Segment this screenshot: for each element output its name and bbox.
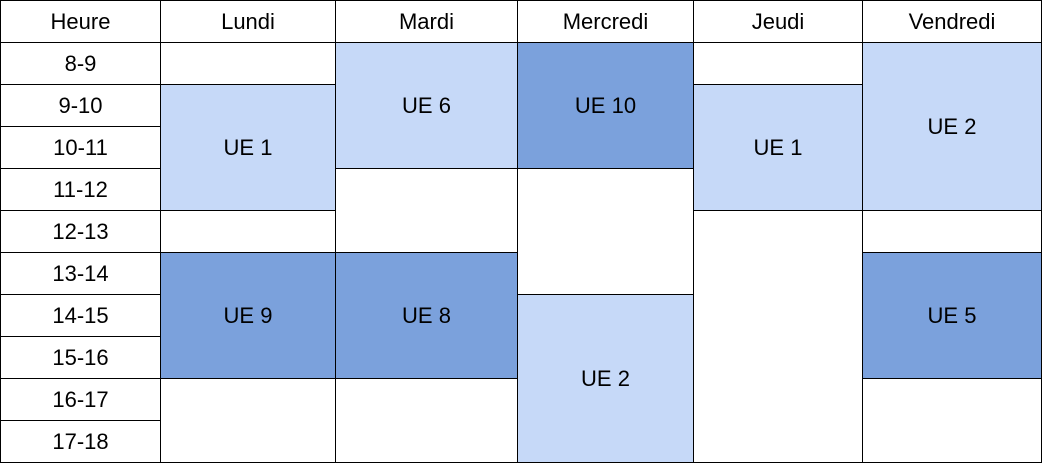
hour-cell: 10-11 <box>0 126 161 169</box>
course-block-mercredi-ue2: UE 2 <box>517 294 694 463</box>
table-row: 12-13 <box>0 210 1042 463</box>
header-day-jeudi: Jeudi <box>693 0 863 43</box>
hour-cell: 16-17 <box>0 378 161 421</box>
empty-slot <box>160 378 336 463</box>
course-block-jeudi-ue1: UE 1 <box>693 84 863 211</box>
hour-cell: 14-15 <box>0 294 161 337</box>
header-day-mercredi: Mercredi <box>517 0 694 43</box>
course-block-lundi-ue9: UE 9 <box>160 252 336 379</box>
header-day-lundi: Lundi <box>160 0 336 43</box>
hour-cell: 13-14 <box>0 252 161 295</box>
header-row: Heure Lundi Mardi Mercredi Jeudi Vendred… <box>0 0 1042 43</box>
empty-slot <box>335 168 518 253</box>
table-row: 16-17 <box>0 378 1042 463</box>
header-hour: Heure <box>0 0 161 43</box>
course-block-mardi-ue8: UE 8 <box>335 252 518 379</box>
course-block-vendredi-ue5: UE 5 <box>862 252 1042 379</box>
hour-cell: 8-9 <box>0 42 161 85</box>
empty-slot <box>693 210 863 463</box>
header-day-mardi: Mardi <box>335 0 518 43</box>
course-block-lundi-ue1: UE 1 <box>160 84 336 211</box>
empty-slot <box>160 42 336 85</box>
course-block-mercredi-ue10: UE 10 <box>517 42 694 169</box>
empty-slot <box>693 42 863 85</box>
hour-cell: 17-18 <box>0 420 161 463</box>
empty-slot <box>862 378 1042 463</box>
course-block-vendredi-ue2: UE 2 <box>862 42 1042 211</box>
empty-slot <box>335 378 518 463</box>
hour-cell: 15-16 <box>0 336 161 379</box>
empty-slot <box>517 168 694 295</box>
table-row: 8-9 UE 6 UE 10 UE 2 <box>0 42 1042 211</box>
hour-cell: 9-10 <box>0 84 161 127</box>
table-row: 9-10 UE 1 UE 1 <box>0 84 1042 211</box>
hour-cell: 12-13 <box>0 210 161 253</box>
header-day-vendredi: Vendredi <box>862 0 1042 43</box>
empty-slot <box>160 210 336 253</box>
table-row: 13-14 UE 9 UE 8 UE 5 <box>0 252 1042 379</box>
table-row: 17-18 <box>0 420 1042 463</box>
table-row: 11-12 <box>0 168 1042 295</box>
hour-cell: 11-12 <box>0 168 161 211</box>
table-row: 14-15 UE 2 <box>0 294 1042 463</box>
empty-slot <box>862 210 1042 253</box>
course-block-mardi-ue6: UE 6 <box>335 42 518 169</box>
